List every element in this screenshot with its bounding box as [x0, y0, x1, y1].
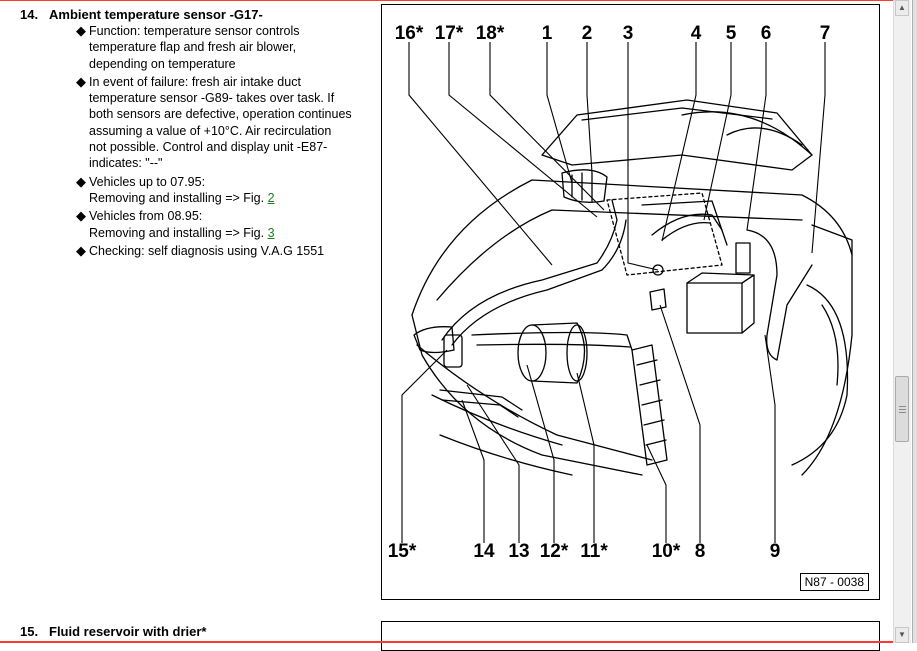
grip-line	[899, 409, 906, 410]
vertical-scrollbar[interactable]: ▲ ▼	[893, 0, 911, 643]
item-15-number: 15.	[20, 624, 39, 639]
callout-bottom-6: 8	[695, 541, 706, 562]
bullet-subline: Removing and installing => Fig. 2	[89, 190, 372, 206]
diamond-bullet-icon: ◆	[76, 173, 86, 189]
callout-bottom-0: 15*	[388, 541, 417, 562]
diamond-bullet-icon: ◆	[76, 73, 86, 89]
bullet-text: not possible. Control and display unit -…	[89, 140, 328, 155]
bullet-checking: ◆ Checking: self diagnosis using V.A.G 1…	[76, 243, 372, 259]
callout-bottom-3: 12*	[540, 541, 569, 562]
grip-line	[899, 406, 906, 407]
item-14-number: 14.	[20, 7, 39, 22]
bullet-text: assuming a value of +10°C. Air recircula…	[89, 123, 332, 138]
callout-top-1: 17*	[435, 23, 464, 44]
bullet-function: ◆ Function: temperature sensor controls …	[76, 23, 372, 72]
callout-bottom-4: 11*	[580, 541, 608, 562]
engine-bay-illustration: 16* 17* 18* 1 2 3 4 5 6 7 15* 14 13 12* 11* 10* 8 9	[388, 23, 853, 562]
callout-bottom-5: 10*	[652, 541, 681, 562]
bullet-vehicles-up-to: ◆ Vehicles up to 07.95: Removing and ins…	[76, 174, 372, 207]
diamond-bullet-icon: ◆	[76, 23, 86, 38]
engine-bay-figure: 16* 17* 18* 1 2 3 4 5 6 7 15* 14 13 12* 11* 10* 8 9 N87 -…	[381, 4, 880, 600]
bullet-text: indicates: "--"	[89, 156, 163, 171]
item-14-heading: 14. Ambient temperature sensor -G17-	[20, 7, 263, 22]
callout-top-3: 1	[542, 23, 553, 44]
fig-3-link[interactable]: 3	[267, 225, 275, 240]
item-15-title: Fluid reservoir with drier*	[49, 624, 207, 639]
bullet-text: Vehicles up to 07.95:	[89, 174, 206, 189]
window-bottom-border	[0, 641, 893, 643]
bullet-failure: ◆ In event of failure: fresh air intake …	[76, 74, 372, 172]
callout-bottom-7: 9	[770, 541, 781, 562]
grip-line	[899, 412, 906, 413]
scroll-thumb[interactable]	[895, 376, 909, 442]
bullet-text: Function: temperature sensor controls	[89, 24, 300, 38]
item-14-bullets: ◆ Function: temperature sensor controls …	[76, 23, 372, 261]
callout-top-7: 5	[726, 23, 737, 44]
callout-top-8: 6	[761, 23, 772, 44]
callout-top-9: 7	[820, 23, 831, 44]
bullet-vehicles-from: ◆ Vehicles from 08.95: Removing and inst…	[76, 208, 372, 241]
bullet-subtext: Removing and installing => Fig.	[89, 190, 268, 205]
bullet-text: temperature sensor -G89- takes over task…	[89, 91, 335, 106]
fig-2-link[interactable]: 2	[267, 190, 275, 205]
bullet-text: temperature flap and fresh air blower,	[89, 40, 297, 55]
item-15-heading: 15. Fluid reservoir with drier*	[20, 624, 207, 639]
diamond-bullet-icon: ◆	[76, 208, 86, 224]
callout-top-5: 3	[623, 23, 634, 44]
bullet-text: both sensors are defective, operation co…	[89, 107, 352, 122]
callout-top-2: 18*	[476, 23, 505, 44]
callout-bottom-2: 13	[508, 541, 529, 562]
callout-top-0: 16*	[395, 23, 424, 44]
callout-top-6: 4	[691, 23, 702, 44]
bullet-subline: Removing and installing => Fig. 3	[89, 225, 372, 241]
bullet-text: depending on temperature	[89, 56, 236, 71]
next-figure-frame	[381, 621, 880, 651]
callout-top-4: 2	[582, 23, 593, 44]
scroll-down-icon[interactable]: ▼	[895, 627, 909, 643]
figure-reference-label: N87 - 0038	[799, 573, 869, 591]
item-14-title: Ambient temperature sensor -G17-	[49, 7, 263, 22]
bullet-text: Vehicles from 08.95:	[89, 209, 203, 224]
bullet-subtext: Removing and installing => Fig.	[89, 225, 268, 240]
diamond-bullet-icon: ◆	[76, 242, 86, 258]
scroll-up-icon[interactable]: ▲	[895, 0, 909, 16]
bullet-text: Checking: self diagnosis using V.A.G 155…	[89, 243, 325, 258]
bullet-text: In event of failure: fresh air intake du…	[89, 74, 301, 89]
window-top-border	[0, 0, 893, 1]
callout-bottom-1: 14	[473, 541, 495, 562]
window-right-border	[912, 0, 917, 643]
